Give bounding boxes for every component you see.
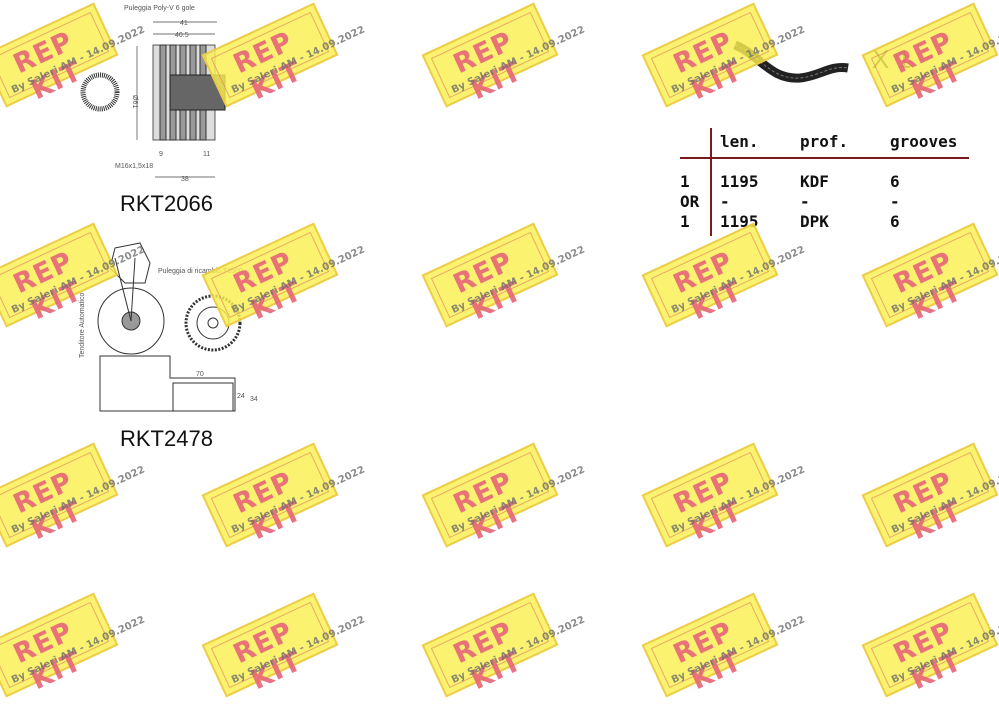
watermark-text: By Saleri AM - 14.09.2022 (450, 244, 587, 316)
svg-text:9: 9 (159, 151, 163, 158)
belt-quantity: X 1 (872, 44, 912, 74)
watermark-text: By Saleri AM - 14.09.2022 (890, 614, 999, 686)
watermark-text: By Saleri AM - 14.09.2022 (450, 464, 587, 536)
watermark-text: By Saleri AM - 14.09.2022 (230, 614, 367, 686)
table-cell: 1195 (720, 172, 759, 191)
belt-image (733, 40, 849, 83)
watermark-badge (641, 222, 779, 328)
svg-text:11: 11 (203, 151, 210, 158)
watermark-logo: REP KIT (888, 465, 967, 547)
table-cell: 1 (680, 172, 690, 191)
svg-text:Ø61: Ø61 (131, 95, 138, 108)
svg-text:40.5: 40.5 (175, 32, 189, 39)
svg-text:Tenditore Automatico: Tenditore Automatico (79, 293, 86, 358)
header-prof: prof. (800, 132, 849, 151)
table-cell: OR (680, 192, 700, 211)
watermark-logo: REP KIT (448, 245, 527, 327)
watermark-logo: REP KIT (448, 465, 527, 547)
svg-text:41: 41 (180, 20, 188, 27)
watermark-logo: REP KIT (228, 615, 307, 697)
watermark-badge (641, 442, 779, 548)
watermark-badge (201, 442, 339, 548)
watermark-badge (0, 592, 119, 698)
table-cell: 1 (680, 212, 690, 231)
table-divider (680, 157, 969, 159)
table-cell: 6 (890, 172, 900, 191)
watermark-logo: REP KIT (448, 615, 527, 697)
watermark-badge (861, 592, 999, 698)
table-cell: KDF (800, 172, 829, 191)
watermark-badge (861, 442, 999, 548)
table-cell: - (890, 192, 900, 211)
table-cell: - (720, 192, 730, 211)
watermark-badge (861, 222, 999, 328)
watermark-badge (0, 442, 119, 548)
watermark-text: By Saleri AM - 14.09.2022 (10, 614, 147, 686)
watermark-text: By Saleri AM - 14.09.2022 (670, 614, 807, 686)
watermark-text: By Saleri AM - 14.09.2022 (230, 464, 367, 536)
watermark-badge (421, 442, 559, 548)
watermark-logo: REP KIT (668, 465, 747, 547)
watermark-logo: REP KIT (8, 465, 87, 547)
watermark-text: By Saleri AM - 14.09.2022 (10, 464, 147, 536)
svg-text:24: 24 (237, 393, 245, 400)
table-cell: - (800, 192, 810, 211)
watermark-logo: REP KIT (888, 615, 967, 697)
header-grooves: grooves (890, 132, 958, 151)
watermark-logo: REP KIT (668, 245, 747, 327)
svg-text:34: 34 (250, 396, 258, 403)
table-cell: 6 (890, 212, 900, 231)
watermark-badge (421, 592, 559, 698)
table-divider (710, 128, 712, 236)
watermark-badge (421, 2, 559, 108)
pulley-drawing: Puleggia Poly-V 6 gole 41 40.5 Ø61 9 11 … (80, 5, 226, 183)
watermark-text: By Saleri AM - 14.09.2022 (670, 244, 807, 316)
watermark-logo: REP KIT (888, 245, 967, 327)
watermark-logo: REP KIT (228, 465, 307, 547)
tensioner-drawing: Puleggia di ricambio T1500 Tenditore Aut… (79, 242, 258, 412)
watermark-text: By Saleri AM - 14.09.2022 (450, 614, 587, 686)
part-code-rkt2066: RKT2066 (120, 191, 213, 216)
watermark-badge (201, 592, 339, 698)
svg-text:M16x1,5x18: M16x1,5x18 (115, 163, 153, 170)
part-code-rkt2478: RKT2478 (120, 426, 213, 451)
watermark-badge (421, 222, 559, 328)
watermark-text: By Saleri AM - 14.09.2022 (890, 464, 999, 536)
watermark-text: By Saleri AM - 14.09.2022 (890, 244, 999, 316)
watermark-text: By Saleri AM - 14.09.2022 (450, 24, 587, 96)
svg-text:38: 38 (181, 176, 189, 183)
table-cell: DPK (800, 212, 829, 231)
table-cell: 1195 (720, 212, 759, 231)
watermark-logo: REP KIT (8, 615, 87, 697)
watermark-text: By Saleri AM - 14.09.2022 (670, 464, 807, 536)
watermark-badge (641, 592, 779, 698)
watermark-logo: REP KIT (668, 615, 747, 697)
watermark-logo: REP KIT (448, 25, 527, 107)
svg-text:70: 70 (196, 371, 204, 378)
header-len: len. (720, 132, 759, 151)
svg-text:Puleggia Poly-V 6 gole: Puleggia Poly-V 6 gole (124, 5, 195, 12)
svg-text:Puleggia di ricambio T1500: Puleggia di ricambio T1500 (158, 268, 243, 275)
